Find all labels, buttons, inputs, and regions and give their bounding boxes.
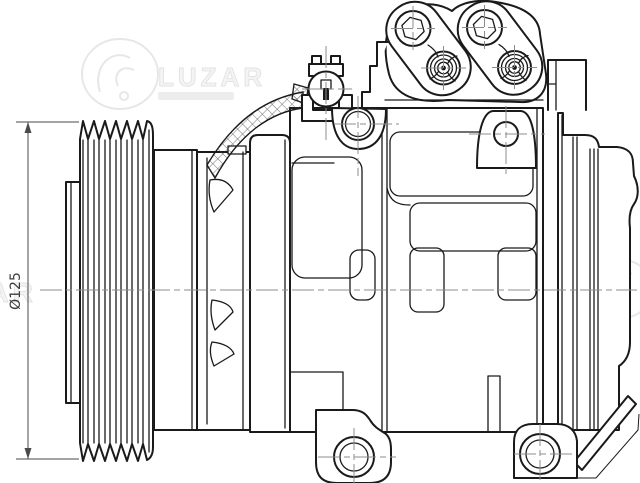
connector-centerline bbox=[302, 46, 352, 142]
rear-diagonal-brace bbox=[573, 395, 637, 471]
body-recess-leg-left bbox=[409, 247, 445, 313]
dimension-label: Ø125 bbox=[8, 272, 24, 310]
body-bottom-rib bbox=[487, 375, 501, 433]
ear-centerline bbox=[469, 106, 545, 178]
watermark-top-left: LUZAR bbox=[81, 38, 266, 110]
port-manifold bbox=[361, 0, 548, 109]
clutch-spring-arm bbox=[209, 341, 235, 367]
front-mid-section bbox=[249, 134, 376, 433]
watermark-text: LUZAR bbox=[158, 62, 266, 92]
pulley-back-plate bbox=[65, 181, 81, 404]
port-cap-hex-right bbox=[472, 15, 497, 40]
boss-centerline bbox=[334, 96, 399, 176]
front-recess bbox=[291, 156, 363, 279]
body-recess-mid bbox=[409, 202, 537, 252]
dimension-extension-lines bbox=[16, 121, 79, 460]
manifold-left-bracket bbox=[361, 41, 389, 109]
rear-lug-centerline bbox=[514, 424, 574, 480]
body-fillet-line bbox=[386, 187, 411, 206]
pulley-groove-lines bbox=[82, 129, 150, 453]
luzar-dragon-logo-icon bbox=[81, 38, 159, 110]
dimension-arrow-bottom bbox=[24, 448, 32, 459]
connector-cap-tab bbox=[330, 55, 341, 65]
rear-top-block bbox=[547, 59, 587, 111]
front-housing bbox=[196, 145, 251, 431]
port-web-left bbox=[427, 44, 458, 82]
rear-top-block-lines bbox=[547, 59, 557, 111]
port-bolt-center bbox=[512, 65, 517, 70]
clutch-spring-arm bbox=[210, 299, 234, 331]
port-centerlines bbox=[391, 5, 537, 90]
dimension-annotation: Ø125 bbox=[8, 121, 79, 460]
body-recess-leg-right bbox=[497, 247, 537, 301]
front-lug-centerline bbox=[318, 428, 396, 483]
pulley bbox=[65, 120, 154, 462]
dimension-arrow-top bbox=[24, 122, 32, 133]
watermark-tagline-bar bbox=[158, 92, 234, 100]
body-section-lines bbox=[381, 107, 538, 433]
front-recess-tab bbox=[349, 249, 376, 301]
connector-cap-tab bbox=[311, 55, 322, 65]
clutch-spring-arm bbox=[208, 178, 234, 213]
front-mid-outline bbox=[249, 134, 291, 433]
port-web-right bbox=[498, 43, 529, 82]
centerlines bbox=[40, 5, 637, 483]
front-housing-lines bbox=[206, 151, 244, 431]
port-cap-hex-left bbox=[401, 16, 425, 41]
rear-head bbox=[518, 59, 640, 479]
watermark-fragment-left: LUZAR bbox=[0, 277, 37, 308]
